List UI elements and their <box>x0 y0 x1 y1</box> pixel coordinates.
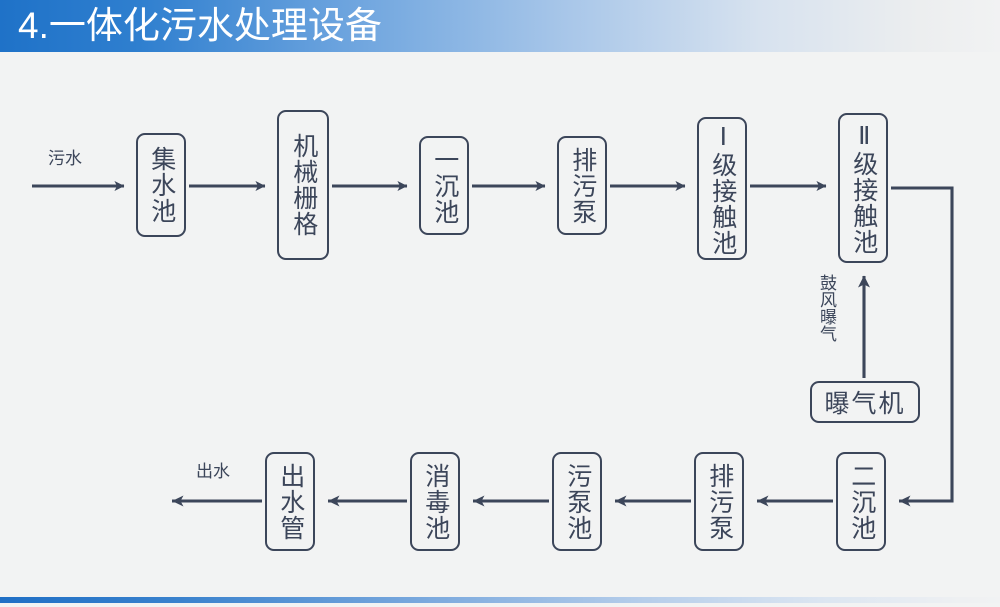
node-secondary-sedimentation-tank[interactable]: 二沉池 <box>836 452 886 551</box>
node-aerator[interactable]: 曝气机 <box>810 381 920 423</box>
node-label: Ⅰ级接触池 <box>708 121 737 256</box>
node-contact-tank-level-1[interactable]: Ⅰ级接触池 <box>697 117 747 260</box>
node-label: 污泵池 <box>563 462 592 541</box>
node-label: 排污泵 <box>705 462 734 541</box>
title-bar: 4.一体化污水处理设备 <box>0 0 1000 52</box>
node-label: 二沉池 <box>847 462 876 541</box>
node-label: 曝气机 <box>824 390 906 418</box>
node-sludge-pump-tank[interactable]: 污泵池 <box>552 452 602 551</box>
node-label: 出水管 <box>276 462 305 541</box>
node-label: 消毒池 <box>421 462 450 541</box>
bottom-accent-rule <box>0 597 1000 603</box>
node-disinfection-tank[interactable]: 消毒池 <box>410 452 460 551</box>
node-label: 排污泵 <box>568 146 597 225</box>
edge-label-influent: 污水 <box>48 149 82 168</box>
node-label: 集水池 <box>147 146 176 224</box>
node-primary-sedimentation-tank[interactable]: 一沉池 <box>419 136 469 235</box>
flowchart-connectors <box>32 180 954 507</box>
edge-label-blower-aeration: 鼓风曝气 <box>817 274 836 342</box>
node-mechanical-grille[interactable]: 机械栅格 <box>277 110 329 260</box>
node-label: 机械栅格 <box>289 133 318 237</box>
flowchart-canvas: 集水池 机械栅格 一沉池 排污泵 Ⅰ级接触池 Ⅱ级接触池 曝气机 二沉池 排污泵… <box>0 52 1000 597</box>
page-title: 4.一体化污水处理设备 <box>18 5 382 46</box>
node-contact-tank-level-2[interactable]: Ⅱ级接触池 <box>838 113 888 263</box>
node-outlet-pipe[interactable]: 出水管 <box>265 452 315 551</box>
node-label: 一沉池 <box>430 146 459 225</box>
node-sewage-pump-top[interactable]: 排污泵 <box>557 136 607 235</box>
node-sewage-pump-bottom[interactable]: 排污泵 <box>694 452 744 551</box>
edge-label-effluent: 出水 <box>196 462 230 481</box>
node-collection-tank[interactable]: 集水池 <box>136 133 186 237</box>
node-label: Ⅱ级接触池 <box>849 121 878 255</box>
